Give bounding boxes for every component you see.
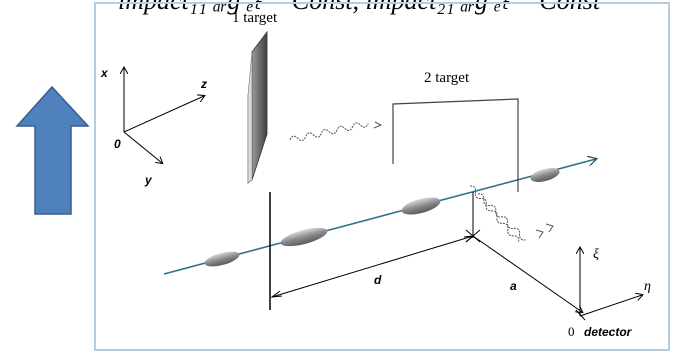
axis-x-label: x — [100, 66, 109, 80]
radiation-wave-2 — [469, 185, 520, 243]
particle-bunches — [204, 168, 560, 267]
axis-z-label: z — [200, 77, 207, 91]
bunch-3 — [401, 197, 441, 215]
distance-a-label: a — [510, 279, 517, 293]
distance-a-line — [472, 235, 582, 312]
target-2 — [392, 98, 519, 192]
target-1 — [247, 30, 268, 184]
axis-y-label: y — [144, 173, 153, 187]
coordinate-axes — [124, 68, 204, 163]
bunch-1 — [204, 251, 240, 267]
radiation-wave-1 — [289, 122, 369, 141]
target-1-label: 1 target — [232, 10, 278, 26]
up-arrow-icon — [15, 85, 90, 215]
distance-d-label: d — [374, 273, 382, 287]
target-2-label: 2 target — [424, 70, 470, 86]
origin-label: 0 — [114, 137, 121, 151]
bunch-4 — [530, 168, 560, 182]
axis-xi-label: ξ — [593, 247, 599, 262]
diagram-frame — [94, 2, 670, 351]
detector-origin-label: 0 — [568, 324, 575, 339]
bunch-2 — [280, 227, 328, 247]
radiation-wave-3 — [477, 193, 526, 241]
detector-label: detector — [584, 325, 633, 339]
axis-eta-label: η — [644, 279, 651, 294]
detector-axes — [575, 248, 642, 321]
